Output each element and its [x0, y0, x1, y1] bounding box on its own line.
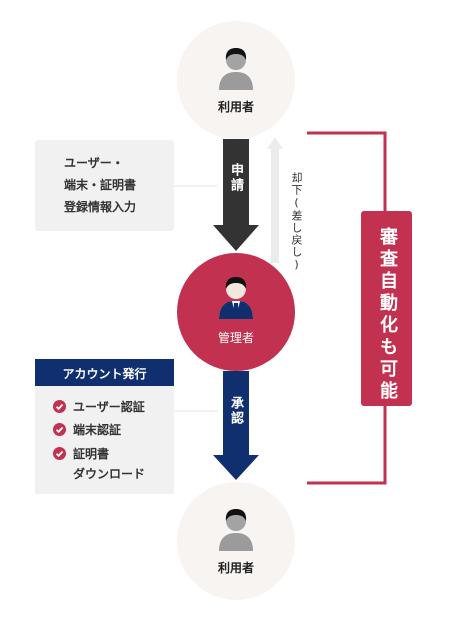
user-icon	[219, 509, 253, 551]
issue-item-label: 証明書 ダウンロード	[73, 447, 146, 481]
issue-panel: アカウント発行 ユーザー認証 端末認証 証明書 ダウンロード	[35, 359, 174, 494]
admin-label: 管理者	[217, 331, 254, 345]
issue-panel-title: アカウント発行	[62, 367, 147, 381]
automation-badge: 審査自動化も可能	[361, 211, 412, 406]
issue-item-label: 端末認証	[73, 423, 122, 437]
request-note-line-1: ユーザー・	[64, 156, 124, 170]
user-icon	[219, 48, 253, 90]
top-user-node: 利用者	[177, 21, 295, 139]
check-circle-icon	[53, 423, 66, 436]
approve-arrow	[213, 371, 259, 480]
check-circle-icon	[53, 447, 66, 460]
issue-panel-header: アカウント発行	[35, 359, 174, 386]
reject-arrow-label: 却下(差し戻し)	[290, 172, 303, 272]
request-arrow-label: 申請	[228, 163, 243, 193]
reject-arrow	[267, 137, 283, 263]
issue-item-label: ユーザー認証	[73, 400, 145, 414]
admin-node: 管理者	[177, 253, 295, 371]
approve-arrow-label: 承認	[228, 396, 243, 426]
request-note-line-3: 登録情報入力	[64, 200, 137, 214]
request-note: ユーザー・ 端末・証明書 登録情報入力	[35, 140, 174, 231]
bottom-user-label: 利用者	[217, 561, 254, 575]
admin-icon	[219, 277, 253, 319]
request-arrow	[213, 139, 259, 251]
check-circle-icon	[53, 400, 66, 413]
top-user-label: 利用者	[217, 100, 254, 114]
automation-badge-label: 審査自動化も可能	[377, 227, 398, 403]
bottom-user-node: 利用者	[177, 482, 295, 600]
request-note-line-2: 端末・証明書	[64, 178, 137, 192]
